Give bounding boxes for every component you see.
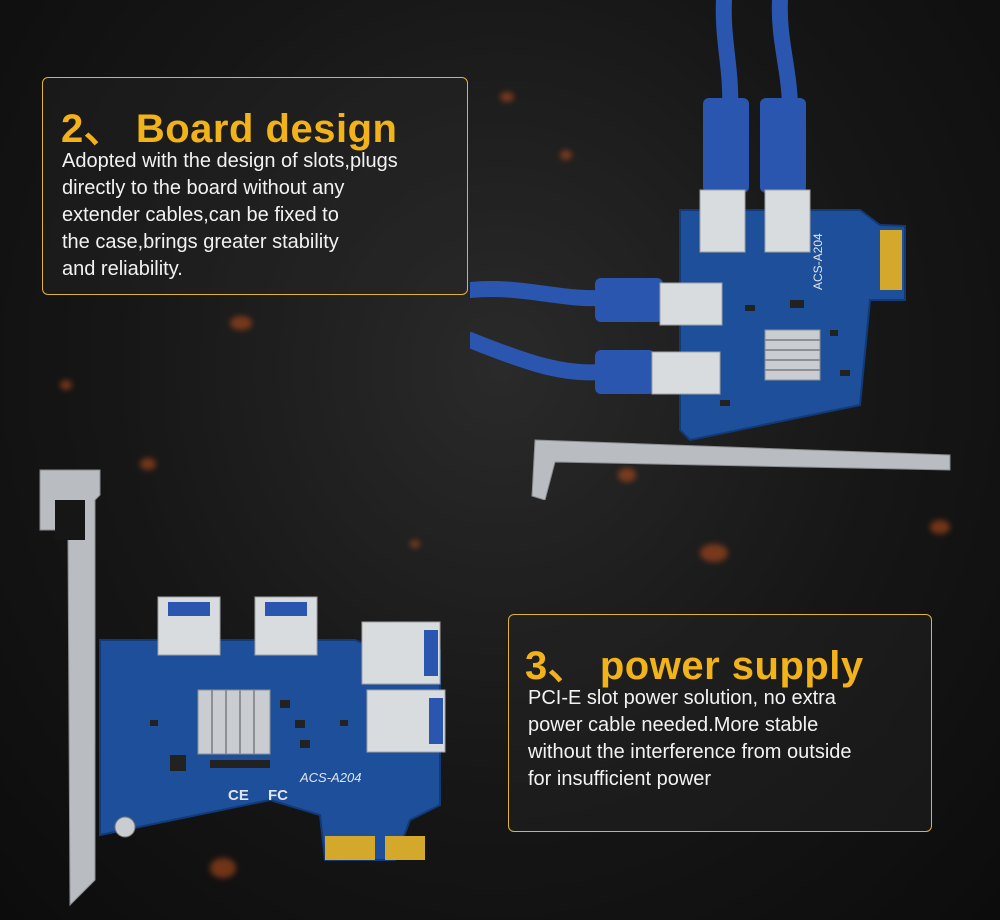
usb-plug (595, 350, 655, 394)
bokeh-light (230, 316, 252, 330)
pci-bracket (531, 439, 951, 500)
board-design-title: 2、 Board design (61, 107, 398, 151)
pcb-board (679, 209, 906, 442)
product-photo-board: ACS-A204 CE FC (39, 469, 446, 907)
usb-tongue (429, 698, 443, 744)
heatsink (764, 329, 821, 381)
usb-tongue (168, 602, 210, 616)
bokeh-light (60, 380, 72, 390)
usb-port (659, 282, 723, 326)
usb-port (764, 189, 811, 253)
usb-plug (760, 98, 806, 193)
bokeh-light (210, 858, 236, 878)
fc-mark: FC (268, 787, 288, 804)
usb-plug (703, 98, 749, 193)
gold-contacts (880, 230, 902, 290)
usb-plug (595, 278, 663, 322)
usb-cables (470, 0, 798, 381)
usb-port (651, 351, 721, 395)
product-photo-with-cables: ACS-A204 (470, 0, 951, 500)
mounting-screw (114, 816, 136, 838)
gold-contacts (385, 836, 425, 860)
board-model-label: ACS-A204 (811, 233, 825, 290)
board-design-text: Adopted with the design of slots,plugs d… (62, 150, 398, 280)
bokeh-light (560, 150, 572, 160)
gold-contacts (325, 836, 375, 860)
bokeh-light (500, 92, 514, 102)
bracket-slot (55, 500, 85, 540)
pci-bracket (39, 469, 101, 907)
bokeh-light (140, 458, 156, 470)
ce-mark: CE (228, 787, 249, 804)
usb-port (699, 189, 746, 253)
bokeh-light (700, 544, 728, 562)
bokeh-light (930, 520, 950, 534)
power-supply-title: 3、 power supply (525, 644, 864, 688)
power-supply-card: 3、 power supply PCI-E slot power solutio… (508, 614, 932, 832)
bokeh-light (618, 468, 636, 482)
board-model-label: ACS-A204 (299, 770, 361, 785)
board-design-card: 2、 Board design Adopted with the design … (42, 77, 468, 295)
usb-tongue (424, 630, 438, 676)
heatsink (197, 689, 271, 755)
bokeh-light (410, 540, 420, 548)
usb-tongue (265, 602, 307, 616)
power-supply-text: PCI-E slot power solution, no extra powe… (528, 687, 852, 790)
